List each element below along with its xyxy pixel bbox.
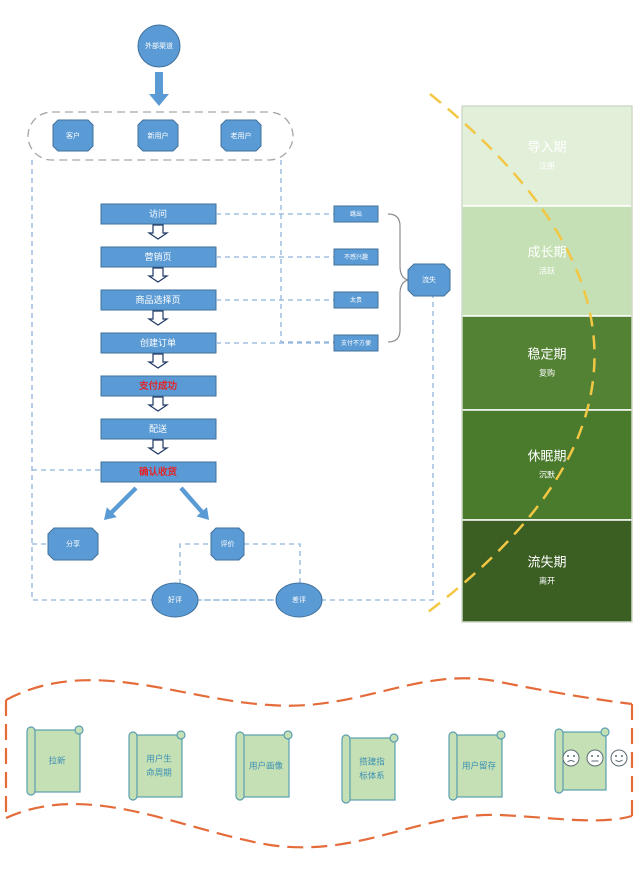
user-group-frame xyxy=(27,111,294,161)
topic-label: 拉新 xyxy=(48,756,66,767)
share-box xyxy=(47,527,99,561)
lifecycle-stage-sub: 复购 xyxy=(539,368,555,378)
topic-label: 用户留存 xyxy=(462,761,497,772)
user-type-label: 新用户 xyxy=(148,131,169,140)
flow-step-box xyxy=(100,418,217,440)
flow-step-arrow xyxy=(147,267,169,283)
neutral-face-icon xyxy=(586,749,604,767)
user-type-label: 客户 xyxy=(66,131,80,140)
flow-step-label: 支付成功 xyxy=(138,380,178,392)
flow-step-box xyxy=(100,375,217,397)
lifecycle-stage-5 xyxy=(461,519,633,623)
happy-face-icon xyxy=(610,749,628,767)
drop-reason-label: 不感兴趣 xyxy=(344,253,368,261)
flow-step-box xyxy=(100,461,217,483)
flow-step-label: 访问 xyxy=(149,208,167,220)
topic-scroll xyxy=(341,733,399,804)
topic-label: 用户生 xyxy=(146,754,172,765)
drop-reason-label: 支付不方便 xyxy=(341,339,371,347)
to-share-arrow xyxy=(104,486,138,520)
lifecycle-stage-name: 稳定期 xyxy=(527,347,566,363)
flow-step-arrow xyxy=(147,439,169,455)
lifecycle-stage-name: 休眠期 xyxy=(527,450,566,465)
flow-step-arrow xyxy=(147,224,169,240)
lifecycle-stage-sub: 离开 xyxy=(539,576,555,586)
flow-step-arrow xyxy=(147,353,169,369)
review-box xyxy=(210,527,245,561)
source-arrow xyxy=(149,72,169,106)
topic-label-cont: 标体系 xyxy=(359,771,385,782)
drop-reason-label: 跳出 xyxy=(350,210,362,218)
drop-reason-box xyxy=(333,334,379,352)
review-right-line xyxy=(244,543,301,584)
lifecycle-stage-name: 导入期 xyxy=(527,141,566,156)
drop-reason-label: 太贵 xyxy=(350,296,362,304)
band-top-wave xyxy=(5,677,633,707)
lifecycle-stage-4 xyxy=(461,409,633,521)
topic-scroll xyxy=(26,725,84,796)
topic-scroll xyxy=(448,730,506,801)
flow-step-arrow xyxy=(147,310,169,326)
to-review-arrow xyxy=(179,486,209,520)
reasons-brace xyxy=(387,213,409,343)
drop-reason-box xyxy=(333,205,379,223)
lifecycle-stage-1 xyxy=(461,105,633,207)
band-bottom-wave xyxy=(5,803,633,849)
churn-box xyxy=(407,263,451,297)
churn-label: 流失 xyxy=(422,275,436,284)
topic-scroll xyxy=(235,730,293,801)
lifecycle-stage-sub: 活跃 xyxy=(539,266,555,276)
user-type-box xyxy=(52,119,94,152)
lifecycle-stage-name: 流失期 xyxy=(527,556,566,571)
topic-label-cont: 命周期 xyxy=(146,768,172,779)
review-left-line xyxy=(179,543,211,584)
lifecycle-stage-sub: 注册 xyxy=(539,161,555,171)
flow-step-label: 确认收货 xyxy=(139,466,178,478)
good-review-label: 好评 xyxy=(168,595,182,604)
outer-loop-line xyxy=(31,160,434,601)
drop-reason-box xyxy=(333,291,379,309)
topic-label: 用户画像 xyxy=(249,761,284,772)
review-label: 评价 xyxy=(221,540,235,548)
lifecycle-stage-2 xyxy=(461,205,633,317)
user-type-box xyxy=(220,119,262,152)
sad-face-icon xyxy=(562,749,580,767)
share-label: 分享 xyxy=(66,539,80,548)
good-review-node xyxy=(151,582,199,618)
flow-step-label: 配送 xyxy=(149,423,167,435)
bad-review-label: 差评 xyxy=(292,595,306,604)
lifecycle-panel-border xyxy=(461,105,633,623)
lifecycle-stage-sub: 沉默 xyxy=(539,470,555,480)
external-channel-label: 外部渠道 xyxy=(145,41,173,50)
drop-reason-box xyxy=(333,248,379,266)
bad-review-node xyxy=(275,582,323,618)
user-type-box xyxy=(137,119,179,152)
flow-step-arrow xyxy=(147,396,169,412)
external-channel-node xyxy=(137,24,181,68)
flow-step-label: 营销页 xyxy=(144,251,171,263)
topic-label: 搭建指 xyxy=(359,757,385,768)
user-type-label: 老用户 xyxy=(231,131,252,140)
flow-step-label: 商品选择页 xyxy=(135,294,180,306)
flow-step-label: 创建订单 xyxy=(140,337,176,349)
lifecycle-stage-3 xyxy=(461,315,633,411)
topic-scroll xyxy=(128,730,186,801)
lifecycle-stage-name: 成长期 xyxy=(527,246,566,261)
old-user-line xyxy=(280,160,334,343)
